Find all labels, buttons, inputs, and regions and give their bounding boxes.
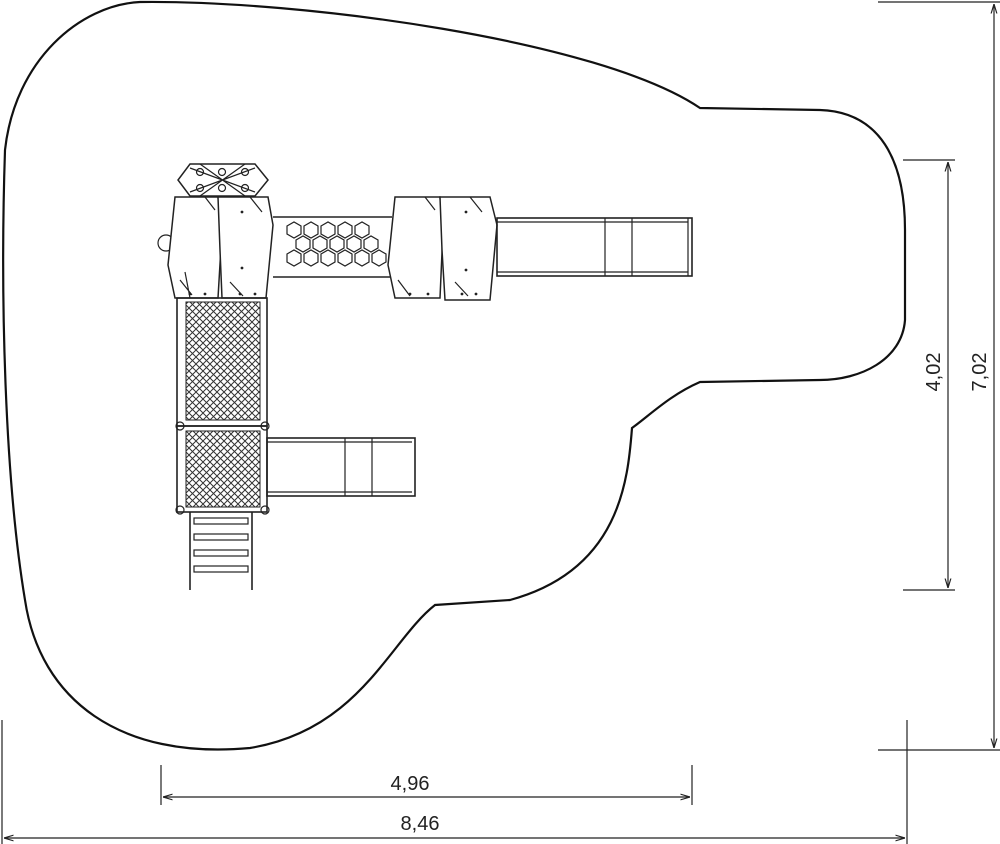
dimension-outer-width: 8,46 (1, 720, 908, 844)
label-inner-width: 4,96 (391, 773, 430, 795)
ladder (189, 512, 253, 590)
tower-roof (177, 163, 269, 197)
mesh-platforms (175, 297, 270, 515)
dimension-outer-height: 7,02 (878, 1, 1000, 751)
upper-slide (496, 217, 693, 277)
tower-left-panels (157, 196, 274, 299)
label-inner-height: 4,02 (923, 353, 945, 392)
dimension-inner-width: 4,96 (160, 765, 693, 805)
label-outer-width: 8,46 (401, 813, 440, 835)
dimension-inner-height: 4,02 (903, 159, 955, 591)
honeycomb-bridge (273, 216, 392, 278)
safety-zone-outline (2, 0, 907, 751)
label-outer-height: 7,02 (969, 353, 991, 392)
tower-right-panels (387, 196, 498, 301)
lower-slide (266, 437, 416, 497)
